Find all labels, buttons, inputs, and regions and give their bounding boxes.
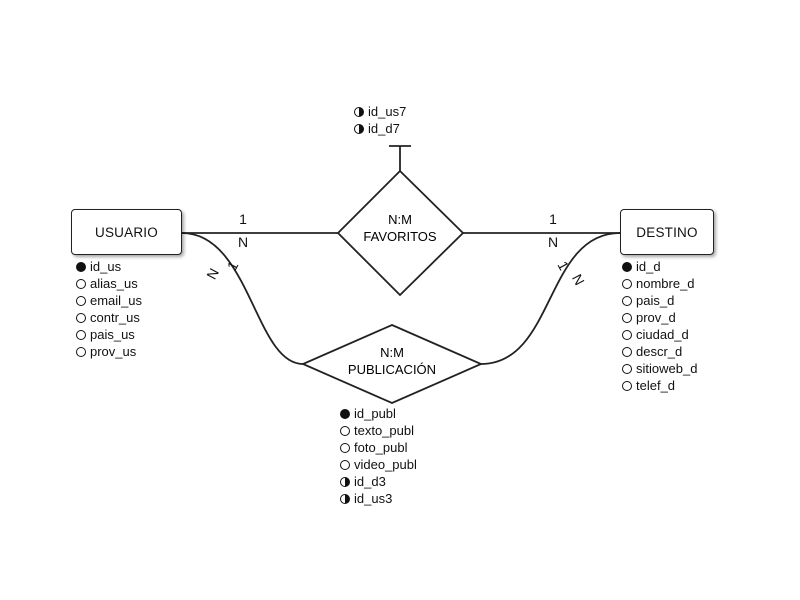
- empty-circle-icon: [76, 278, 86, 289]
- empty-circle-icon: [622, 363, 632, 374]
- entity-usuario: USUARIO: [71, 209, 182, 255]
- empty-circle-icon: [622, 312, 632, 323]
- empty-circle-icon: [622, 380, 632, 391]
- attribute-item: texto_publ: [340, 422, 417, 439]
- attribute-item: prov_us: [76, 343, 142, 360]
- entity-usuario-name: USUARIO: [95, 224, 158, 240]
- attribute-item: sitioweb_d: [622, 360, 697, 377]
- relationship-publicacion: [300, 324, 484, 404]
- attribute-item: descr_d: [622, 343, 697, 360]
- attribute-label: video_publ: [354, 457, 417, 472]
- connector-usuario-publicacion: [181, 232, 304, 365]
- cardinality-usuario-publicacion-many: N: [203, 265, 222, 281]
- cardinality-destino-favoritos-one: 1: [549, 211, 557, 227]
- connector-publicacion-destino: [480, 232, 621, 365]
- attribute-item: video_publ: [340, 456, 417, 473]
- attribute-item: id_us7: [354, 103, 406, 120]
- attribute-label: id_d3: [354, 474, 386, 489]
- cardinality-destino-favoritos-many: N: [548, 234, 558, 250]
- cardinality-destino-publicacion-many: N: [569, 271, 588, 287]
- filled-circle-icon: [340, 408, 350, 419]
- attribute-label: email_us: [90, 293, 143, 308]
- empty-circle-icon: [340, 425, 350, 436]
- attribute-item: id_d7: [354, 120, 406, 137]
- attribute-item: pais_us: [76, 326, 142, 343]
- attribute-label: foto_publ: [354, 440, 408, 455]
- attribute-item: foto_publ: [340, 439, 417, 456]
- half-filled-circle-icon: [340, 493, 350, 504]
- half-filled-circle-icon: [354, 123, 364, 134]
- attribute-label: sitioweb_d: [636, 361, 698, 376]
- attribute-item: nombre_d: [622, 275, 697, 292]
- attribute-item: id_d: [622, 258, 697, 275]
- attribute-item: pais_d: [622, 292, 697, 309]
- favoritos-cardinality: N:M: [388, 212, 412, 227]
- attribute-label: pais_us: [90, 327, 135, 342]
- attribute-label: id_d: [636, 259, 661, 274]
- publicacion-attributes: id_publ texto_publ foto_publ video_publ id_d…: [340, 405, 417, 507]
- empty-circle-icon: [76, 329, 86, 340]
- relationship-favoritos: [336, 169, 465, 297]
- attribute-label: id_d7: [368, 121, 400, 136]
- attribute-item: id_publ: [340, 405, 417, 422]
- attribute-label: id_us7: [368, 104, 407, 119]
- attribute-label: alias_us: [90, 276, 138, 291]
- empty-circle-icon: [340, 459, 350, 470]
- filled-circle-icon: [76, 261, 86, 272]
- empty-circle-icon: [622, 329, 632, 340]
- empty-circle-icon: [76, 295, 86, 306]
- empty-circle-icon: [76, 346, 86, 357]
- attribute-label: id_us3: [354, 491, 393, 506]
- empty-circle-icon: [622, 346, 632, 357]
- half-filled-circle-icon: [340, 476, 350, 487]
- attribute-label: contr_us: [90, 310, 140, 325]
- attribute-item: telef_d: [622, 377, 697, 394]
- attribute-item: prov_d: [622, 309, 697, 326]
- attribute-label: pais_d: [636, 293, 675, 308]
- cardinality-usuario-favoritos-many: N: [238, 234, 248, 250]
- attribute-item: id_us: [76, 258, 142, 275]
- attribute-label: prov_d: [636, 310, 676, 325]
- cardinality-usuario-favoritos-one: 1: [239, 211, 247, 227]
- entity-destino-name: DESTINO: [636, 224, 698, 240]
- empty-circle-icon: [622, 295, 632, 306]
- attribute-item: ciudad_d: [622, 326, 697, 343]
- attribute-label: ciudad_d: [636, 327, 689, 342]
- attribute-label: id_us: [90, 259, 122, 274]
- publicacion-cardinality: N:M: [380, 345, 404, 360]
- attribute-label: prov_us: [90, 344, 137, 359]
- favoritos-name: FAVORITOS: [363, 229, 437, 244]
- cardinality-destino-publicacion-one: 1: [555, 258, 573, 273]
- half-filled-circle-icon: [354, 106, 364, 117]
- attribute-item: id_d3: [340, 473, 417, 490]
- attribute-label: id_publ: [354, 406, 396, 421]
- attribute-label: descr_d: [636, 344, 683, 359]
- attribute-label: telef_d: [636, 378, 676, 393]
- empty-circle-icon: [622, 278, 632, 289]
- attribute-item: email_us: [76, 292, 142, 309]
- attribute-item: alias_us: [76, 275, 142, 292]
- cardinality-usuario-publicacion-one: 1: [224, 258, 242, 273]
- attribute-label: texto_publ: [354, 423, 414, 438]
- empty-circle-icon: [76, 312, 86, 323]
- attribute-item: contr_us: [76, 309, 142, 326]
- attribute-label: nombre_d: [636, 276, 695, 291]
- empty-circle-icon: [340, 442, 350, 453]
- favoritos-attributes: id_us7 id_d7: [354, 103, 406, 137]
- entity-destino: DESTINO: [620, 209, 714, 255]
- publicacion-name: PUBLICACIÓN: [348, 362, 436, 377]
- filled-circle-icon: [622, 261, 632, 272]
- attribute-item: id_us3: [340, 490, 417, 507]
